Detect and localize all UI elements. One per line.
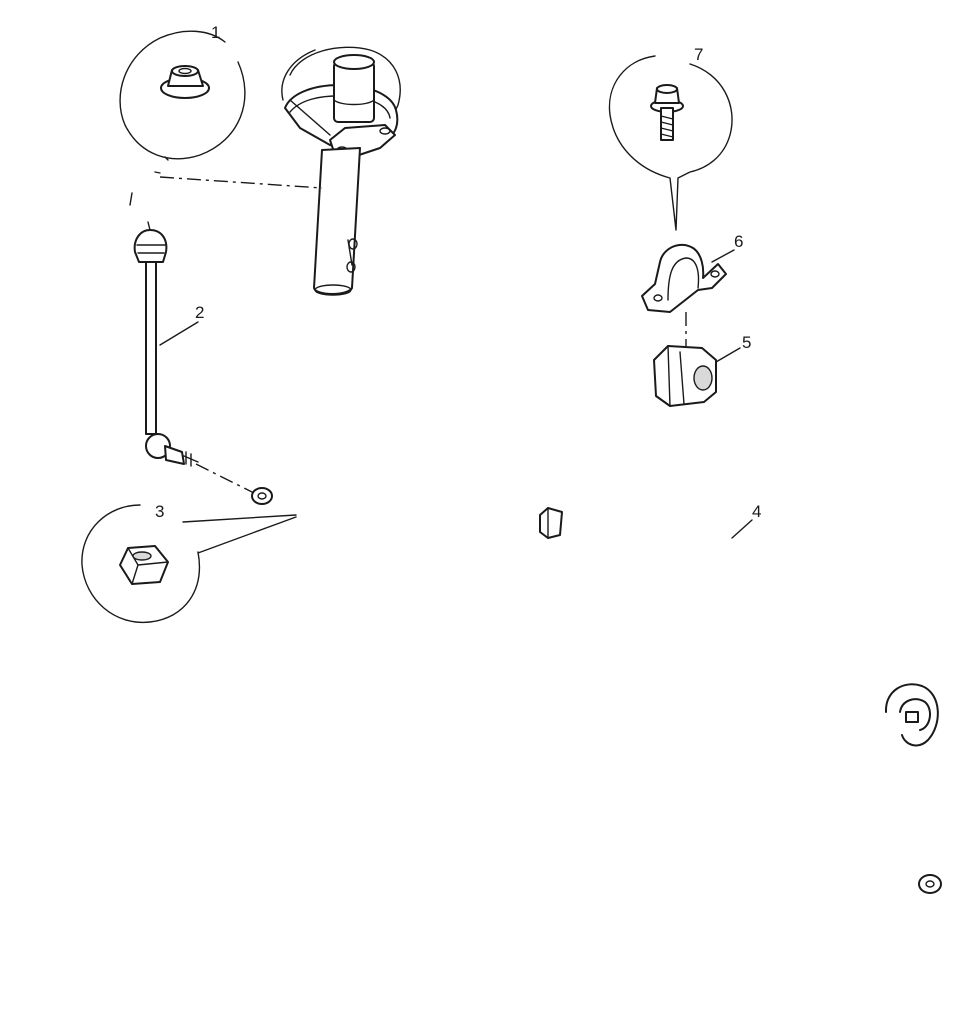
drop-link-2 bbox=[133, 221, 199, 467]
detail-circle-nut-3 bbox=[81, 504, 297, 624]
callout-5: 5 bbox=[742, 333, 751, 352]
leader-5 bbox=[715, 347, 741, 363]
leader-link-to-bar bbox=[195, 463, 257, 495]
callout-1: 1 bbox=[211, 23, 220, 42]
strut-assembly bbox=[281, 46, 401, 296]
callout-6: 6 bbox=[734, 232, 743, 251]
callout-3: 3 bbox=[155, 502, 164, 521]
leader-6 bbox=[711, 249, 735, 263]
hex-nut-icon bbox=[119, 545, 169, 585]
leader-4 bbox=[731, 519, 753, 539]
detail-circle-nut-1 bbox=[119, 30, 246, 206]
leader-2 bbox=[159, 321, 199, 346]
callout-7: 7 bbox=[694, 45, 703, 64]
bushing-clamp-6 bbox=[641, 243, 727, 313]
flange-bolt-icon bbox=[650, 84, 684, 141]
leader-nut-1-to-strut bbox=[159, 176, 323, 189]
flange-nut-icon bbox=[160, 65, 210, 99]
rubber-bushing-5 bbox=[653, 345, 717, 407]
detail-circle-bolt-7 bbox=[608, 55, 733, 231]
callout-4: 4 bbox=[752, 502, 761, 521]
callout-2: 2 bbox=[195, 303, 204, 322]
stabilizer-bar-4 bbox=[251, 448, 955, 894]
